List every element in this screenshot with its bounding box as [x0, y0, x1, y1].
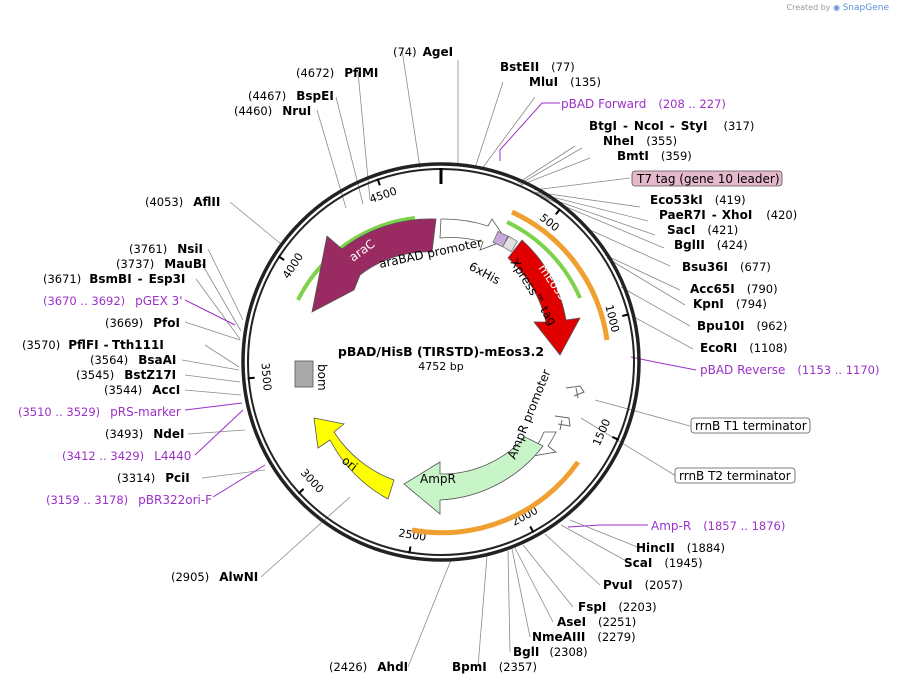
ampr-label: AmpR — [420, 472, 456, 486]
snapgene-logo-icon: ◉ — [833, 3, 841, 12]
rrnb-t2-glyph — [554, 415, 571, 431]
tick-mark — [529, 525, 535, 533]
site-btgi-ncoi-styi[interactable]: BtgI-NcoI-StyI(317) — [589, 119, 754, 133]
primer-amp-r[interactable]: Amp-R(1857 .. 1876) — [651, 519, 785, 533]
site-paer7i-xhoi[interactable]: PaeR7I-XhoI(420) — [659, 208, 797, 222]
site-pflfi-tth111i[interactable]: (3570)PflFI-Tth111I — [22, 338, 164, 352]
primer-l4440[interactable]: (3412 .. 3429)L4440 — [62, 449, 191, 463]
tick-label: 4000 — [280, 251, 306, 282]
site-pvui[interactable]: PvuI(2057) — [603, 578, 683, 592]
feature-highlights — [296, 209, 610, 536]
rrnb-t1-box[interactable] — [690, 417, 811, 434]
tick-mark — [376, 178, 381, 186]
tick-label: 1500 — [590, 417, 613, 448]
site-maubi[interactable]: (3737)MauBI — [116, 257, 206, 271]
site-fspi[interactable]: FspI(2203) — [578, 600, 657, 614]
site-bsmbi-esp3i[interactable]: (3671)BsmBI-Esp3I — [43, 272, 185, 286]
rrnb-t2-label: rrnB T2 terminator — [679, 469, 791, 483]
green-band-arac — [296, 216, 416, 301]
site-bpmi[interactable]: BpmI(2357) — [452, 660, 537, 674]
bom-label: bom — [315, 364, 329, 391]
site-ndei[interactable]: (3493)NdeI — [105, 427, 185, 441]
plasmid-size: 4752 bp — [418, 360, 463, 373]
orange-band-ampr — [411, 460, 581, 536]
origin-tick — [439, 168, 443, 184]
tick-mark — [277, 255, 285, 261]
his-label: 6xHis — [467, 259, 503, 287]
site-bstz17i[interactable]: (3545)BstZ17I — [76, 368, 176, 382]
credit-prefix: Created by — [786, 3, 831, 12]
site-pfoi[interactable]: (3669)PfoI — [105, 316, 180, 330]
site-bspei[interactable]: (4467)BspEI — [248, 89, 334, 103]
site-aflii[interactable]: (4053)AflII — [145, 195, 220, 209]
site-hincii[interactable]: HincII(1884) — [636, 541, 725, 555]
primer-pbad-forward[interactable]: pBAD Forward(208 .. 227) — [561, 97, 726, 111]
t7-tag-label: T7 tag (gene 10 leader) — [636, 172, 780, 186]
tick-mark — [408, 546, 412, 554]
site-bsaai[interactable]: (3564)BsaAI — [90, 353, 176, 367]
rrnb-t1-label: rrnB T1 terminator — [695, 419, 807, 433]
site-ahdi[interactable]: (2426)AhdI — [329, 660, 408, 674]
site-pflmi[interactable]: (4672)PflMI — [296, 66, 378, 80]
site-bsu36i[interactable]: Bsu36I(677) — [682, 260, 771, 274]
arabad-promoter-feature[interactable] — [439, 218, 507, 251]
site-mlui[interactable]: MluI(135) — [529, 75, 601, 89]
tick-mark — [622, 313, 630, 317]
site-bmti[interactable]: BmtI(359) — [617, 149, 692, 163]
green-band-meos — [506, 220, 582, 299]
site-saci[interactable]: SacI(421) — [667, 223, 738, 237]
site-nrui[interactable]: (4460)NruI — [234, 104, 311, 118]
tick-mark — [297, 488, 305, 495]
site-alwni[interactable]: (2905)AlwNI — [171, 570, 258, 584]
primer-pgex3[interactable]: (3670 .. 3692)pGEX 3' — [43, 294, 183, 308]
tick-mark — [611, 436, 620, 441]
site-nmeaiii[interactable]: NmeAIII(2279) — [532, 630, 636, 644]
site-bpu10i[interactable]: Bpu10I(962) — [697, 319, 787, 333]
snapgene-credit: Created by ◉ SnapGene — [787, 3, 890, 13]
site-agei[interactable]: (74)AgeI — [393, 45, 453, 59]
primer-pbr322ori-f[interactable]: (3159 .. 3178)pBR322ori-F — [46, 493, 212, 507]
arac-feature[interactable] — [311, 218, 437, 313]
credit-brand: SnapGene — [842, 3, 889, 13]
ampr-feature[interactable] — [403, 436, 544, 515]
meos-feature[interactable] — [507, 239, 581, 356]
site-bglii[interactable]: BglII(424) — [674, 238, 748, 252]
site-asei[interactable]: AseI(2251) — [557, 615, 636, 629]
site-kpni[interactable]: KpnI(794) — [693, 297, 767, 311]
site-ecori[interactable]: EcoRI(1108) — [700, 341, 788, 355]
plasmid-name: pBAD/HisB (TIRSTD)-mEos3.2 — [338, 344, 544, 359]
ori-feature[interactable] — [313, 417, 395, 500]
primer-lines — [184, 102, 697, 528]
primer-labels: pBAD Forward(208 .. 227) pBAD Reverse(11… — [18, 97, 880, 533]
orange-band-meos — [510, 209, 610, 341]
tick-label: 3500 — [258, 362, 273, 391]
site-acc65i[interactable]: Acc65I(790) — [690, 282, 778, 296]
site-labels: (74)AgeI BstEII(77) MluI(135) BtgI-NcoI-… — [22, 45, 797, 674]
tick-mark — [247, 376, 255, 380]
primer-pbad-reverse[interactable]: pBAD Reverse(1153 .. 1170) — [700, 363, 880, 377]
site-bsteii[interactable]: BstEII(77) — [500, 60, 575, 74]
site-scai[interactable]: ScaI(1945) — [624, 556, 703, 570]
xpress-tag-feature[interactable] — [502, 235, 518, 253]
tick-mark — [555, 208, 561, 216]
tick-label: 4500 — [368, 184, 399, 205]
site-bgli[interactable]: BglI(2308) — [513, 645, 588, 659]
leader-lines — [181, 49, 694, 668]
rrnb-t2-box[interactable] — [674, 467, 796, 484]
site-nsii[interactable]: (3761)NsiI — [129, 242, 203, 256]
site-nhei[interactable]: NheI(355) — [603, 134, 677, 148]
site-acci[interactable]: (3544)AccI — [104, 383, 180, 397]
rrnb-t1-glyph — [565, 385, 585, 399]
site-eco53ki[interactable]: Eco53kI(419) — [650, 193, 746, 207]
bom-feature[interactable] — [294, 360, 314, 388]
t7-tag-box[interactable] — [631, 170, 783, 187]
backbone-outer — [241, 162, 641, 562]
primer-prs-marker[interactable]: (3510 .. 3529)pRS-marker — [18, 405, 181, 419]
site-pcii[interactable]: (3314)PciI — [117, 471, 190, 485]
